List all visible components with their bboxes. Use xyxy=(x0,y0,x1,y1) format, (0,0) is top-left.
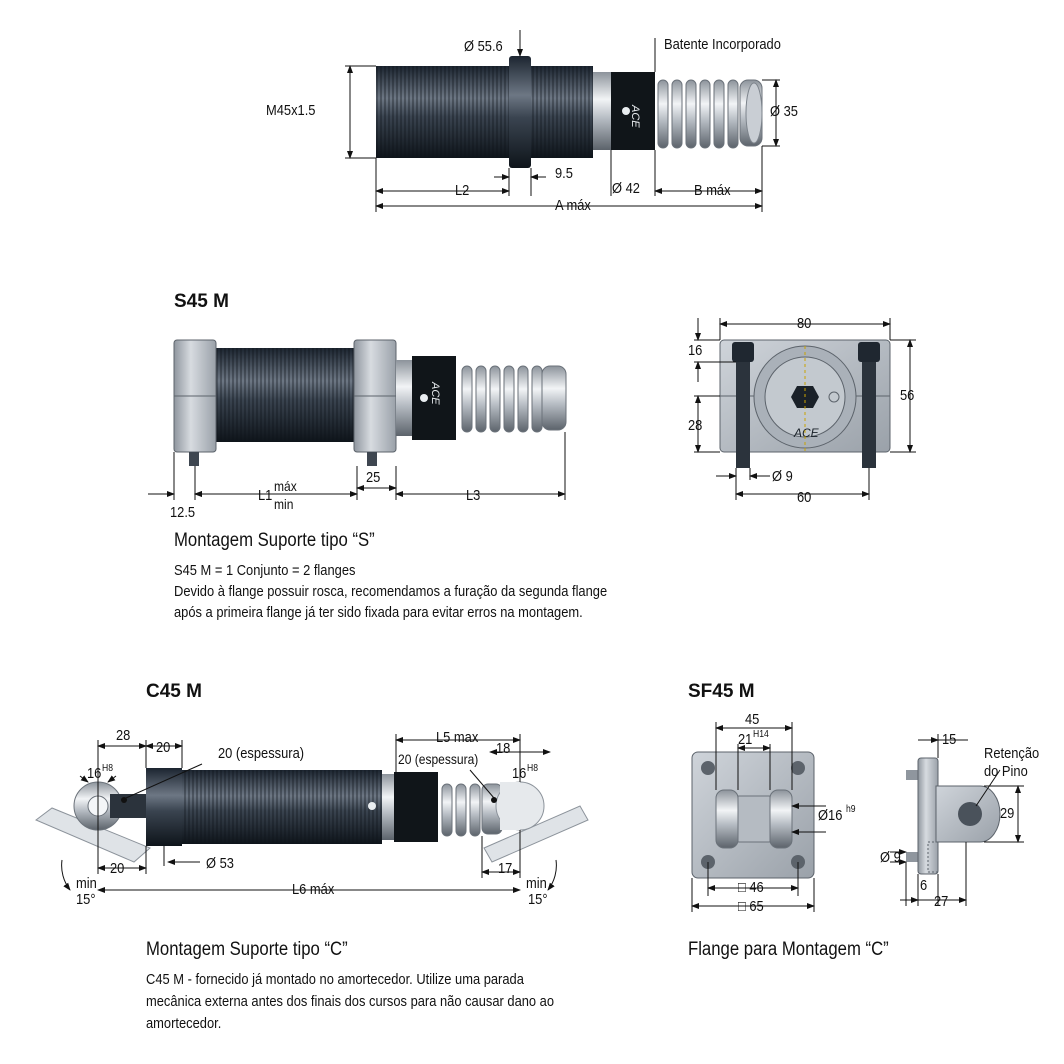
adjustment-dial xyxy=(611,72,655,150)
label-c45-16-right: 16 xyxy=(512,765,527,782)
adjuster-ring xyxy=(593,72,611,150)
label-sf45-15: 15 xyxy=(942,731,957,748)
label-retention-2: do Pino xyxy=(984,763,1028,780)
sf45-caption: Flange para Montagem “C” xyxy=(688,939,889,960)
label-c45-h8-right: H8 xyxy=(527,763,539,774)
sf45-side-view xyxy=(906,757,1001,875)
s45-assembly: ACE xyxy=(173,339,567,466)
label-dia-nut: Ø 55.6 xyxy=(464,38,503,55)
label-thread: M45x1.5 xyxy=(266,102,316,119)
label-dia-rod: Ø 35 xyxy=(770,103,798,120)
label-l1-max: máx xyxy=(274,478,297,494)
c45-dimension-lines xyxy=(61,734,557,893)
dial-dot xyxy=(622,107,630,115)
label-s45-dia-9: Ø 9 xyxy=(772,468,793,485)
c45-text-line2: mecânica externa antes dos finais dos cu… xyxy=(146,993,555,1010)
c45-caption: Montagem Suporte tipo “C” xyxy=(146,939,348,960)
label-sf45-21: 21 xyxy=(738,731,753,748)
label-min-right: min xyxy=(526,875,547,892)
label-retention: Retenção xyxy=(984,745,1040,762)
s45-end-view: ACE xyxy=(719,339,891,468)
label-a-max: A máx xyxy=(555,197,591,214)
s45-text-line1: S45 M = 1 Conjunto = 2 flanges xyxy=(174,562,356,579)
label-c45-h8-left: H8 xyxy=(102,763,114,774)
label-c45-17: 17 xyxy=(498,860,513,877)
label-12-5: 12.5 xyxy=(170,504,196,521)
c45-mount-plate-left xyxy=(35,807,151,863)
label-b-max: B máx xyxy=(694,182,731,199)
label-square-46: □ 46 xyxy=(738,879,764,896)
label-built-in-stop: Batente Incorporado xyxy=(664,36,781,53)
c45-assembly xyxy=(35,768,589,863)
sf45-front-view xyxy=(691,751,815,879)
label-l1: L1 xyxy=(258,487,273,504)
label-l5-max: L5 max xyxy=(436,729,479,746)
s45-end-dimension-lines xyxy=(694,318,916,500)
label-c45-16-left: 16 xyxy=(87,765,102,782)
top-shock-absorber: ACE xyxy=(376,56,763,168)
svg-text:ACE: ACE xyxy=(629,104,641,128)
label-25: 25 xyxy=(366,469,381,486)
label-c45-18: 18 xyxy=(496,740,511,757)
label-15deg-right: 15° xyxy=(528,891,548,908)
label-sf45-dia-16: Ø16 xyxy=(818,807,843,824)
s45-title: S45 M xyxy=(174,291,229,312)
label-dia-53: Ø 53 xyxy=(206,855,234,872)
svg-text:ACE: ACE xyxy=(793,426,820,440)
top-dimension-lines xyxy=(345,30,780,212)
label-dia-42: Ø 42 xyxy=(612,180,640,197)
label-thickness-right: 20 (espessura) xyxy=(398,751,479,767)
sf45-side-dimension-lines xyxy=(890,734,1024,906)
label-sf45-27: 27 xyxy=(934,893,949,910)
return-spring xyxy=(657,79,739,149)
s45-text-line3: após a primeira flange já ter sido fixad… xyxy=(174,604,583,621)
label-60: 60 xyxy=(797,489,812,506)
label-sf45-dia-9: Ø 9 xyxy=(880,849,901,866)
label-15deg-left: 15° xyxy=(76,891,96,908)
label-16: 16 xyxy=(688,342,703,359)
label-c45-20: 20 xyxy=(156,739,171,756)
lock-nut xyxy=(509,56,531,168)
label-c45-20b: 20 xyxy=(110,860,125,877)
c45-text-line1: C45 M - fornecido já montado no amortece… xyxy=(146,971,524,988)
label-28: 28 xyxy=(688,417,703,434)
c45-mount-plate-right xyxy=(483,805,589,863)
s45-caption: Montagem Suporte tipo “S” xyxy=(174,530,375,551)
label-56: 56 xyxy=(900,387,915,404)
label-l6-max: L6 máx xyxy=(292,881,335,898)
label-sf45-h14: H14 xyxy=(753,729,769,740)
label-min-left: min xyxy=(76,875,97,892)
label-thickness-left: 20 (espessura) xyxy=(218,745,305,762)
label-l1-min: min xyxy=(274,496,294,512)
c45-clevis xyxy=(146,768,182,846)
label-sf45-6: 6 xyxy=(920,877,928,894)
label-sf45-45: 45 xyxy=(745,711,760,728)
label-80: 80 xyxy=(797,315,812,332)
c45-title: C45 M xyxy=(146,681,202,702)
c45-dial xyxy=(394,772,438,842)
label-square-65: □ 65 xyxy=(738,898,764,915)
s45-dimension-lines xyxy=(148,432,566,500)
s45-dial xyxy=(412,356,456,440)
sf45-title: SF45 M xyxy=(688,681,755,702)
svg-text:ACE: ACE xyxy=(429,381,441,405)
s45-text-line2: Devido à flange possuir rosca, recomenda… xyxy=(174,583,608,600)
label-l3: L3 xyxy=(466,487,481,504)
label-sf45-29: 29 xyxy=(1000,805,1015,822)
label-sf45-h9: h9 xyxy=(846,804,856,815)
c45-text-line3: amortecedor. xyxy=(146,1015,222,1032)
label-9-5: 9.5 xyxy=(555,165,573,182)
sf45-front-dimension-lines xyxy=(691,722,826,912)
label-c45-28: 28 xyxy=(116,727,131,744)
label-l2: L2 xyxy=(455,182,470,199)
